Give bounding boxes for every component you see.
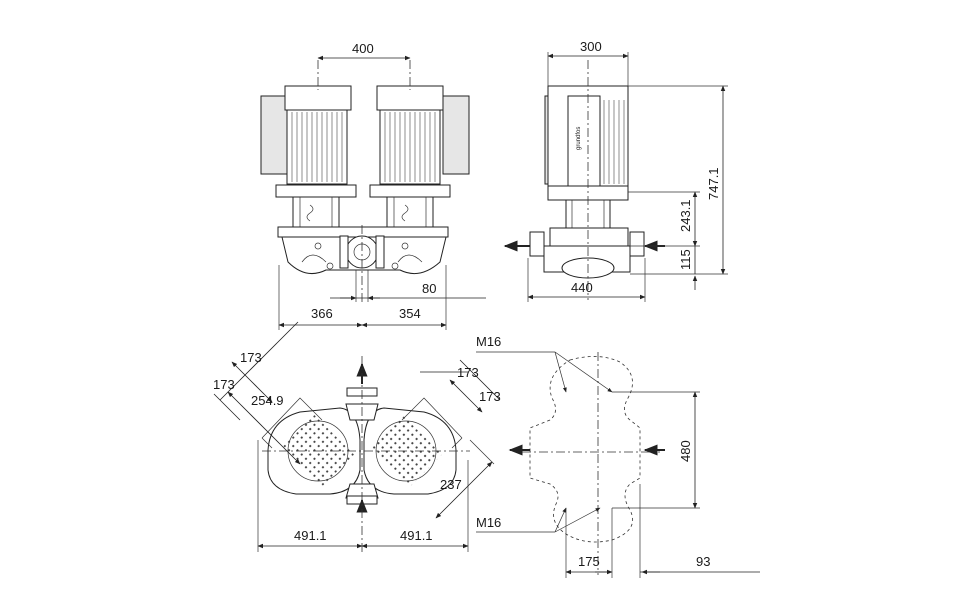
dim-173-right-a: 173 xyxy=(457,365,479,380)
right-motor xyxy=(369,85,470,228)
dim-440: 440 xyxy=(571,280,593,295)
dim-115: 115 xyxy=(678,249,693,270)
side-view: grundfos 300 440 747.1 xyxy=(503,39,728,302)
plan-view: 491.1 491.1 173 173 254.9 173 173 237 xyxy=(213,321,501,555)
dim-366: 366 xyxy=(311,306,333,321)
dim-747: 747.1 xyxy=(706,167,721,200)
dim-400: 400 xyxy=(352,41,374,56)
dim-80: 80 xyxy=(422,281,436,296)
dim-300: 300 xyxy=(580,39,602,54)
dim-173-right-b: 173 xyxy=(479,389,501,404)
dim-254-9: 254.9 xyxy=(251,393,284,408)
dim-491-right: 491.1 xyxy=(400,528,433,543)
dim-173-left-b: 173 xyxy=(213,377,235,392)
svg-text:grundfos: grundfos xyxy=(576,127,582,150)
front-view: 400 80 366 354 xyxy=(260,41,486,330)
dim-93: 93 xyxy=(696,554,710,569)
left-motor xyxy=(260,85,357,228)
dim-491-left: 491.1 xyxy=(294,528,327,543)
dim-173-left-a: 173 xyxy=(240,350,262,365)
bolt-top-label: M16 xyxy=(476,334,501,349)
dim-354: 354 xyxy=(399,306,421,321)
bolt-bottom-label: M16 xyxy=(476,515,501,530)
dim-480: 480 xyxy=(678,440,693,462)
dim-243: 243.1 xyxy=(678,199,693,232)
dim-237: 237 xyxy=(440,477,462,492)
base-view: M16 M16 480 175 93 xyxy=(476,334,760,578)
dim-175: 175 xyxy=(578,554,600,569)
pump-housing xyxy=(277,226,449,275)
